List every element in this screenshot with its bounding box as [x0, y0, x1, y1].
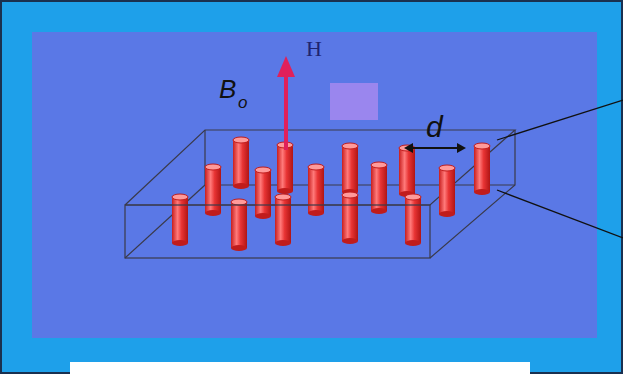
- cylinder-top: [474, 143, 490, 149]
- cylinder-top: [439, 165, 455, 171]
- cylinder-top: [205, 164, 221, 170]
- arrow-head: [277, 56, 295, 77]
- field-arrow: [284, 74, 288, 150]
- cylinder-top: [342, 192, 358, 198]
- cylinder-body: [439, 168, 455, 214]
- leader-line: [497, 190, 623, 238]
- cylinder-top: [255, 167, 271, 173]
- slab-front: [125, 130, 515, 258]
- small-square: [330, 83, 378, 120]
- cylinder-top: [342, 143, 358, 149]
- cylinder-body: [233, 140, 249, 186]
- vortex-cylinders: [172, 137, 490, 251]
- cylinder-body: [275, 197, 291, 243]
- cylinder-base: [205, 210, 221, 216]
- cylinder-base: [371, 208, 387, 214]
- cylinder-body: [474, 146, 490, 192]
- field-symbol: B: [219, 76, 236, 102]
- cylinder-base: [405, 240, 421, 246]
- cylinder-body: [231, 202, 247, 248]
- cylinder-base: [342, 238, 358, 244]
- cylinder-top: [172, 194, 188, 200]
- cylinder-top: [308, 164, 324, 170]
- cylinder-top: [275, 194, 291, 200]
- arrow-head: [404, 143, 413, 153]
- field-label: H: [306, 38, 322, 60]
- subscript: o: [238, 94, 247, 111]
- cylinder-base: [231, 245, 247, 251]
- cylinder-base: [308, 210, 324, 216]
- cylinder-top: [231, 199, 247, 205]
- cylinder-base: [255, 213, 271, 219]
- arrow-head: [457, 143, 466, 153]
- cylinder-body: [399, 148, 415, 194]
- cylinder-body: [342, 195, 358, 241]
- slab-outline: [125, 130, 515, 258]
- cylinder-base: [233, 183, 249, 189]
- cylinder-body: [308, 167, 324, 213]
- bottom-bar: [70, 362, 530, 374]
- cylinder-body: [205, 167, 221, 213]
- inner-panel: [32, 32, 597, 338]
- cylinder-body: [405, 197, 421, 243]
- cylinder-top: [371, 162, 387, 168]
- cylinder-base: [474, 189, 490, 195]
- cylinder-body: [277, 145, 293, 191]
- cylinder-top: [405, 194, 421, 200]
- cylinder-body: [172, 197, 188, 243]
- cylinder-body: [255, 170, 271, 216]
- cylinder-body: [371, 165, 387, 211]
- spacing-arrow: [410, 147, 460, 149]
- cylinder-base: [277, 188, 293, 194]
- cylinder-base: [439, 211, 455, 217]
- cylinder-base: [172, 240, 188, 246]
- spacing-label: d: [426, 112, 443, 142]
- cylinder-base: [275, 240, 291, 246]
- cylinder-top: [233, 137, 249, 143]
- leader-line: [497, 100, 623, 140]
- cylinder-body: [342, 146, 358, 192]
